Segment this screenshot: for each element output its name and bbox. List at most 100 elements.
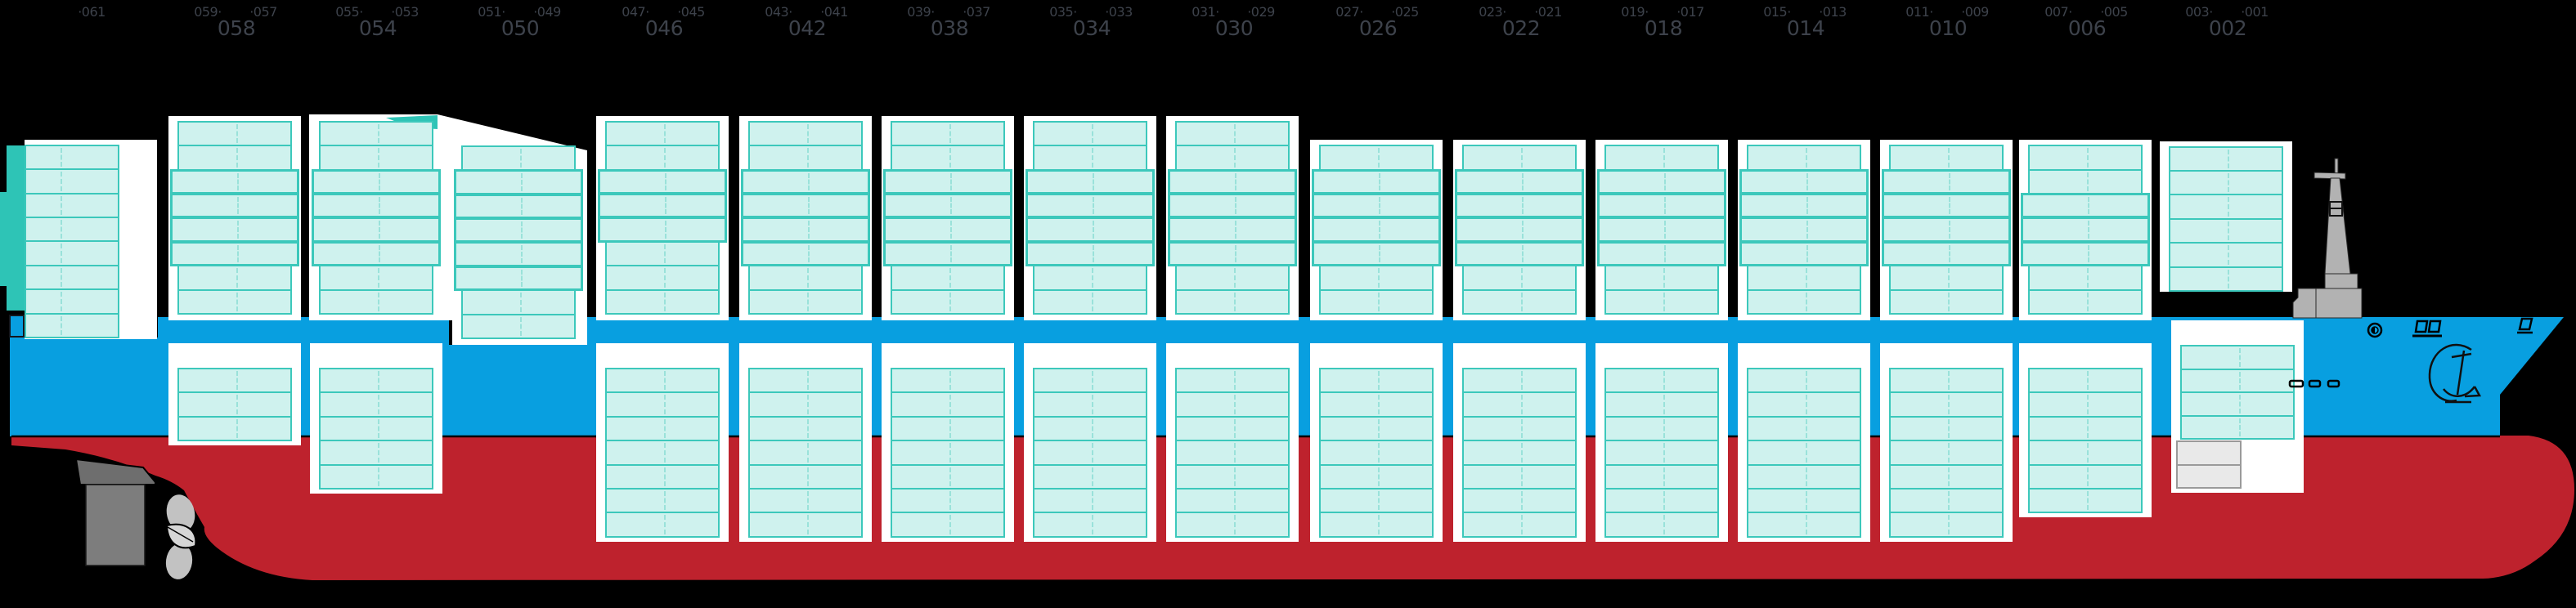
container-tier[interactable] (312, 193, 441, 219)
container-tier[interactable] (1604, 368, 1719, 394)
container-tier[interactable] (2021, 193, 2150, 219)
container-tier[interactable] (461, 313, 576, 339)
bay-014-label[interactable]: 014 (1786, 16, 1825, 40)
container-tier[interactable] (1747, 415, 1861, 442)
container-tier[interactable] (1312, 193, 1441, 219)
container-tier[interactable] (1747, 288, 1861, 315)
container-tier[interactable] (605, 512, 720, 538)
container-tier[interactable] (1175, 265, 1290, 291)
container-tier[interactable] (2180, 414, 2295, 440)
container-tier[interactable] (1889, 440, 2004, 466)
container-tier[interactable] (1604, 512, 1719, 538)
container-tier[interactable] (748, 440, 863, 466)
container-tier[interactable] (1462, 265, 1577, 291)
bay-022-label[interactable]: 022 (1501, 16, 1541, 40)
bay-010-label[interactable]: 010 (1928, 16, 1968, 40)
container-tier[interactable] (1739, 240, 1869, 267)
container-tier[interactable] (1025, 193, 1155, 219)
container-tier[interactable] (1747, 265, 1861, 291)
container-tier[interactable] (1739, 168, 1869, 194)
container-tier[interactable] (319, 463, 433, 490)
container-tier[interactable] (25, 264, 119, 291)
bay-058-label[interactable]: 058 (217, 16, 256, 40)
container-tier[interactable] (891, 368, 1005, 394)
container-tier[interactable] (891, 488, 1005, 514)
container-tier[interactable] (1889, 512, 2004, 538)
bay-026-label[interactable]: 026 (1358, 16, 1398, 40)
container-tier[interactable] (883, 168, 1012, 194)
container-tier[interactable] (605, 120, 720, 147)
bay-006-label[interactable]: 006 (2067, 16, 2107, 40)
container-tier[interactable] (1312, 217, 1441, 243)
container-tier[interactable] (170, 240, 299, 267)
container-tier[interactable] (891, 463, 1005, 490)
container-tier[interactable] (1312, 240, 1441, 267)
container-tier[interactable] (177, 415, 292, 442)
container-tier[interactable] (891, 120, 1005, 147)
container-tier[interactable] (1319, 288, 1434, 315)
container-tier[interactable] (25, 217, 119, 243)
container-tier[interactable] (2169, 266, 2283, 292)
container-tier[interactable] (312, 168, 441, 194)
container-tier[interactable] (1033, 288, 1147, 315)
container-tier[interactable] (605, 415, 720, 442)
container-tier[interactable] (1462, 288, 1577, 315)
container-tier[interactable] (891, 265, 1005, 291)
bay-030-label[interactable]: 030 (1214, 16, 1254, 40)
container-tier[interactable] (1168, 193, 1297, 219)
container-tier[interactable] (605, 488, 720, 514)
container-tier[interactable] (177, 288, 292, 315)
container-tier[interactable] (1319, 463, 1434, 490)
container-tier[interactable] (748, 512, 863, 538)
container-tier[interactable] (1175, 288, 1290, 315)
container-tier[interactable] (1747, 463, 1861, 490)
bay-042-label[interactable]: 042 (788, 16, 827, 40)
container-tier[interactable] (1747, 391, 1861, 418)
container-tier[interactable] (1604, 288, 1719, 315)
container-tier[interactable] (1739, 193, 1869, 219)
container-tier[interactable] (454, 241, 583, 267)
container-tier[interactable] (319, 288, 433, 315)
container-tier[interactable] (25, 144, 119, 171)
container-tier[interactable] (1882, 217, 2011, 243)
container-tier[interactable] (1462, 512, 1577, 538)
container-tier[interactable] (2180, 345, 2295, 370)
container-tier[interactable] (461, 145, 576, 172)
container-tier[interactable] (25, 288, 119, 315)
container-tier[interactable] (891, 512, 1005, 538)
bay-002-label[interactable]: 002 (2208, 16, 2247, 40)
container-tier[interactable] (1597, 168, 1726, 194)
container-tier[interactable] (1312, 168, 1441, 194)
bay-046-label[interactable]: 046 (644, 16, 684, 40)
container-tier[interactable] (1033, 512, 1147, 538)
container-tier[interactable] (1604, 265, 1719, 291)
container-tier[interactable] (2028, 288, 2143, 315)
container-tier[interactable] (1319, 145, 1434, 171)
container-tier[interactable] (1747, 512, 1861, 538)
container-tier[interactable] (1175, 145, 1290, 171)
container-tier[interactable] (1175, 512, 1290, 538)
container-tier[interactable] (891, 288, 1005, 315)
bay-034-label[interactable]: 034 (1072, 16, 1111, 40)
container-tier[interactable] (741, 193, 870, 219)
container-tier[interactable] (598, 193, 727, 219)
container-tier[interactable] (1033, 415, 1147, 442)
container-tier[interactable] (1319, 512, 1434, 538)
container-tier[interactable] (605, 288, 720, 315)
container-tier[interactable] (1462, 488, 1577, 514)
container-tier[interactable] (25, 192, 119, 218)
container-tier[interactable] (1462, 440, 1577, 466)
container-tier[interactable] (2180, 391, 2295, 417)
container-tier[interactable] (1604, 488, 1719, 514)
bay-054-label[interactable]: 054 (358, 16, 397, 40)
container-tier[interactable] (319, 415, 433, 442)
container-tier[interactable] (319, 120, 433, 147)
container-tier[interactable] (1033, 463, 1147, 490)
container-tier[interactable] (1175, 488, 1290, 514)
container-tier[interactable] (2028, 415, 2143, 442)
container-tier[interactable] (25, 312, 119, 338)
container-tier[interactable] (605, 391, 720, 418)
bay-018-label[interactable]: 018 (1644, 16, 1683, 40)
container-tier[interactable] (1889, 288, 2004, 315)
container-tier[interactable] (605, 240, 720, 267)
